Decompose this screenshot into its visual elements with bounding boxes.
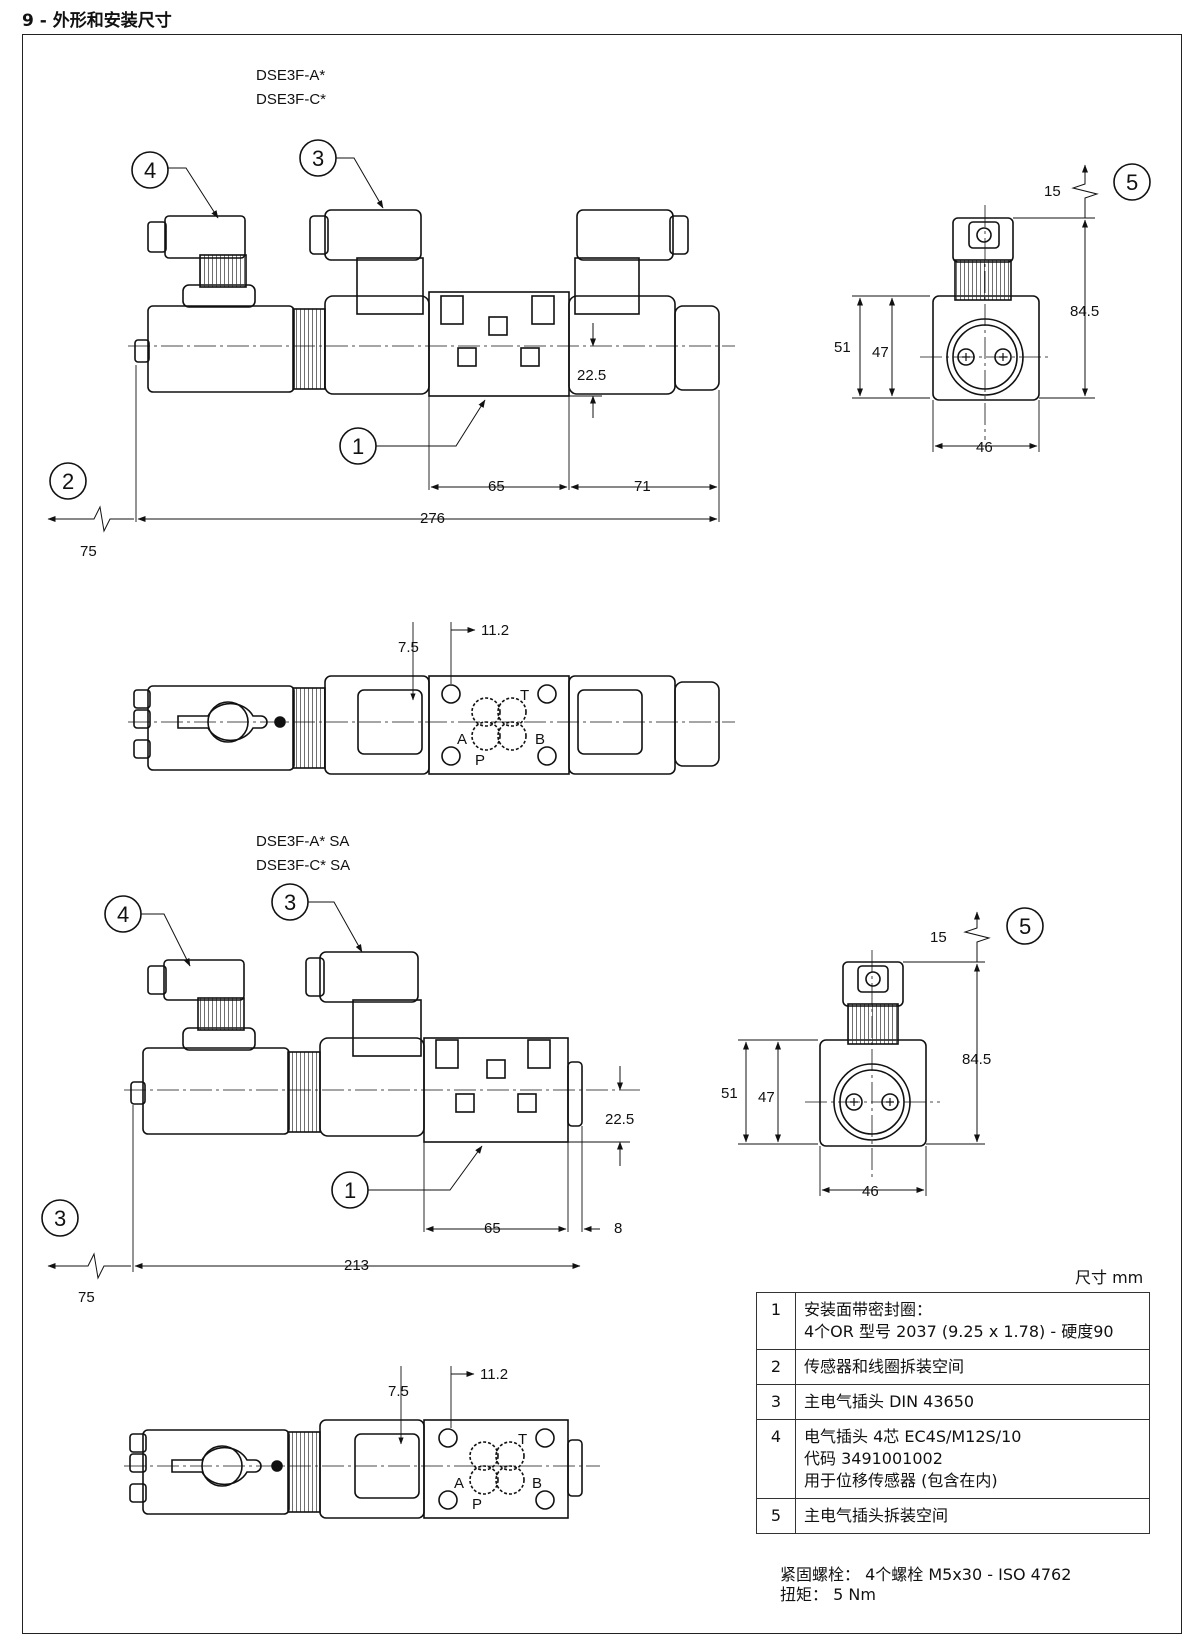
dim-84-5-b: 84.5 xyxy=(962,1051,991,1068)
drawing-frame xyxy=(22,34,1182,1634)
legend-row: 4 电气插头 4芯 EC4S/M12S/10 代码 3491001002 用于位移传… xyxy=(756,1419,1150,1499)
dim-46-a: 46 xyxy=(976,439,993,456)
dim-75-b: 75 xyxy=(78,1289,95,1306)
legend-table: 1 安装面带密封圈： 4个OR 型号 2037 (9.25 x 1.78) - 硬… xyxy=(756,1292,1150,1534)
dim-47-a: 47 xyxy=(872,344,889,361)
dim-84-5-a: 84.5 xyxy=(1070,303,1099,320)
fastening-note: 紧固螺栓： 4个螺栓 M5x30 - ISO 4762 扭矩： 5 Nm xyxy=(780,1565,1071,1605)
dim-15-a: 15 xyxy=(1044,183,1061,200)
legend-num: 2 xyxy=(756,1349,796,1385)
dim-22-5-b: 22.5 xyxy=(605,1111,634,1128)
callout-5-b: 5 xyxy=(1019,914,1031,939)
legend-text: 主电气插头 DIN 43650 xyxy=(795,1384,1150,1420)
fastening-bolts: 紧固螺栓： 4个螺栓 M5x30 - ISO 4762 xyxy=(780,1565,1072,1584)
dim-213: 213 xyxy=(344,1257,369,1274)
unit-label: 尺寸 mm xyxy=(1075,1268,1144,1287)
port-p-a: P xyxy=(475,752,485,769)
model-label-1b: DSE3F-C* xyxy=(256,91,326,108)
callout-3-a: 3 xyxy=(312,146,324,171)
legend-text: 传感器和线圈拆装空间 xyxy=(795,1349,1150,1385)
dim-7-5-a: 7.5 xyxy=(398,639,419,656)
legend-text: 电气插头 4芯 EC4S/M12S/10 代码 3491001002 用于位移传感器… xyxy=(795,1419,1150,1499)
dim-15-b: 15 xyxy=(930,929,947,946)
legend-text: 安装面带密封圈： 4个OR 型号 2037 (9.25 x 1.78) - 硬度9… xyxy=(795,1292,1150,1350)
dim-75-a: 75 xyxy=(80,543,97,560)
legend-line: 电气插头 4芯 EC4S/M12S/10 xyxy=(804,1427,1022,1446)
port-b-a: B xyxy=(535,731,545,748)
legend-line: 传感器和线圈拆装空间 xyxy=(804,1357,965,1376)
dim-276: 276 xyxy=(420,510,445,527)
legend-row: 2 传感器和线圈拆装空间 xyxy=(756,1349,1150,1385)
legend-num: 4 xyxy=(756,1419,796,1499)
fastening-torque: 扭矩： 5 Nm xyxy=(780,1585,876,1604)
callout-2: 2 xyxy=(62,469,74,494)
end-view-2: 15 84.5 51 47 46 5 xyxy=(721,907,1044,1200)
callout-1-b: 1 xyxy=(344,1178,356,1203)
legend-num: 5 xyxy=(756,1498,796,1534)
port-b-b: B xyxy=(532,1475,542,1492)
dim-51-b: 51 xyxy=(721,1085,738,1102)
port-a-b: A xyxy=(454,1475,464,1492)
side-view-2: DSE3F-A* SA DSE3F-C* SA 22.5 65 8 2 xyxy=(41,833,640,1306)
dim-22-5-a: 22.5 xyxy=(577,367,606,384)
dim-71: 71 xyxy=(634,478,651,495)
end-view-1: 15 84.5 51 47 46 5 xyxy=(834,163,1151,456)
callout-5-a: 5 xyxy=(1126,170,1138,195)
top-view-1: T A B P 7.5 11.2 xyxy=(128,622,735,775)
legend-num: 3 xyxy=(756,1384,796,1420)
dim-7-5-b: 7.5 xyxy=(388,1383,409,1400)
model-label-1a: DSE3F-A* xyxy=(256,67,325,84)
side-view-1: DSE3F-A* DSE3F-C* 22.5 xyxy=(47,67,735,560)
callout-1-a: 1 xyxy=(352,434,364,459)
dim-8: 8 xyxy=(614,1220,622,1237)
legend-row: 3 主电气插头 DIN 43650 xyxy=(756,1384,1150,1420)
dim-46-b: 46 xyxy=(862,1183,879,1200)
dim-65-b: 65 xyxy=(484,1220,501,1237)
section-title: 9 - 外形和安装尺寸 xyxy=(22,11,172,31)
callout-4-b: 4 xyxy=(117,902,129,927)
legend-text: 主电气插头拆装空间 xyxy=(795,1498,1150,1534)
top-view-2: T A B P 7.5 11.2 xyxy=(124,1366,600,1519)
callout-3-c: 3 xyxy=(54,1206,66,1231)
dim-11-2-a: 11.2 xyxy=(481,622,509,639)
legend-line: 代码 3491001002 xyxy=(804,1449,943,1468)
legend-line: 安装面带密封圈： xyxy=(804,1300,933,1319)
callout-3-b: 3 xyxy=(284,890,296,915)
legend-line: 主电气插头拆装空间 xyxy=(804,1506,949,1525)
dim-11-2-b: 11.2 xyxy=(480,1366,508,1383)
model-label-2a: DSE3F-A* SA xyxy=(256,833,349,850)
callout-4-a: 4 xyxy=(144,158,156,183)
legend-line: 主电气插头 DIN 43650 xyxy=(804,1392,975,1411)
port-p-b: P xyxy=(472,1496,482,1513)
port-t-a: T xyxy=(520,687,529,704)
dim-47-b: 47 xyxy=(758,1089,775,1106)
dim-51-a: 51 xyxy=(834,339,851,356)
legend-row: 5 主电气插头拆装空间 xyxy=(756,1498,1150,1534)
dim-65-a: 65 xyxy=(488,478,505,495)
port-a-a: A xyxy=(457,731,467,748)
model-label-2b: DSE3F-C* SA xyxy=(256,857,350,874)
legend-line: 4个OR 型号 2037 (9.25 x 1.78) - 硬度90 xyxy=(804,1322,1114,1341)
port-t-b: T xyxy=(518,1431,527,1448)
legend-row: 1 安装面带密封圈： 4个OR 型号 2037 (9.25 x 1.78) - 硬… xyxy=(756,1292,1150,1350)
legend-line: 用于位移传感器 (包含在内) xyxy=(804,1471,998,1490)
legend-num: 1 xyxy=(756,1292,796,1350)
